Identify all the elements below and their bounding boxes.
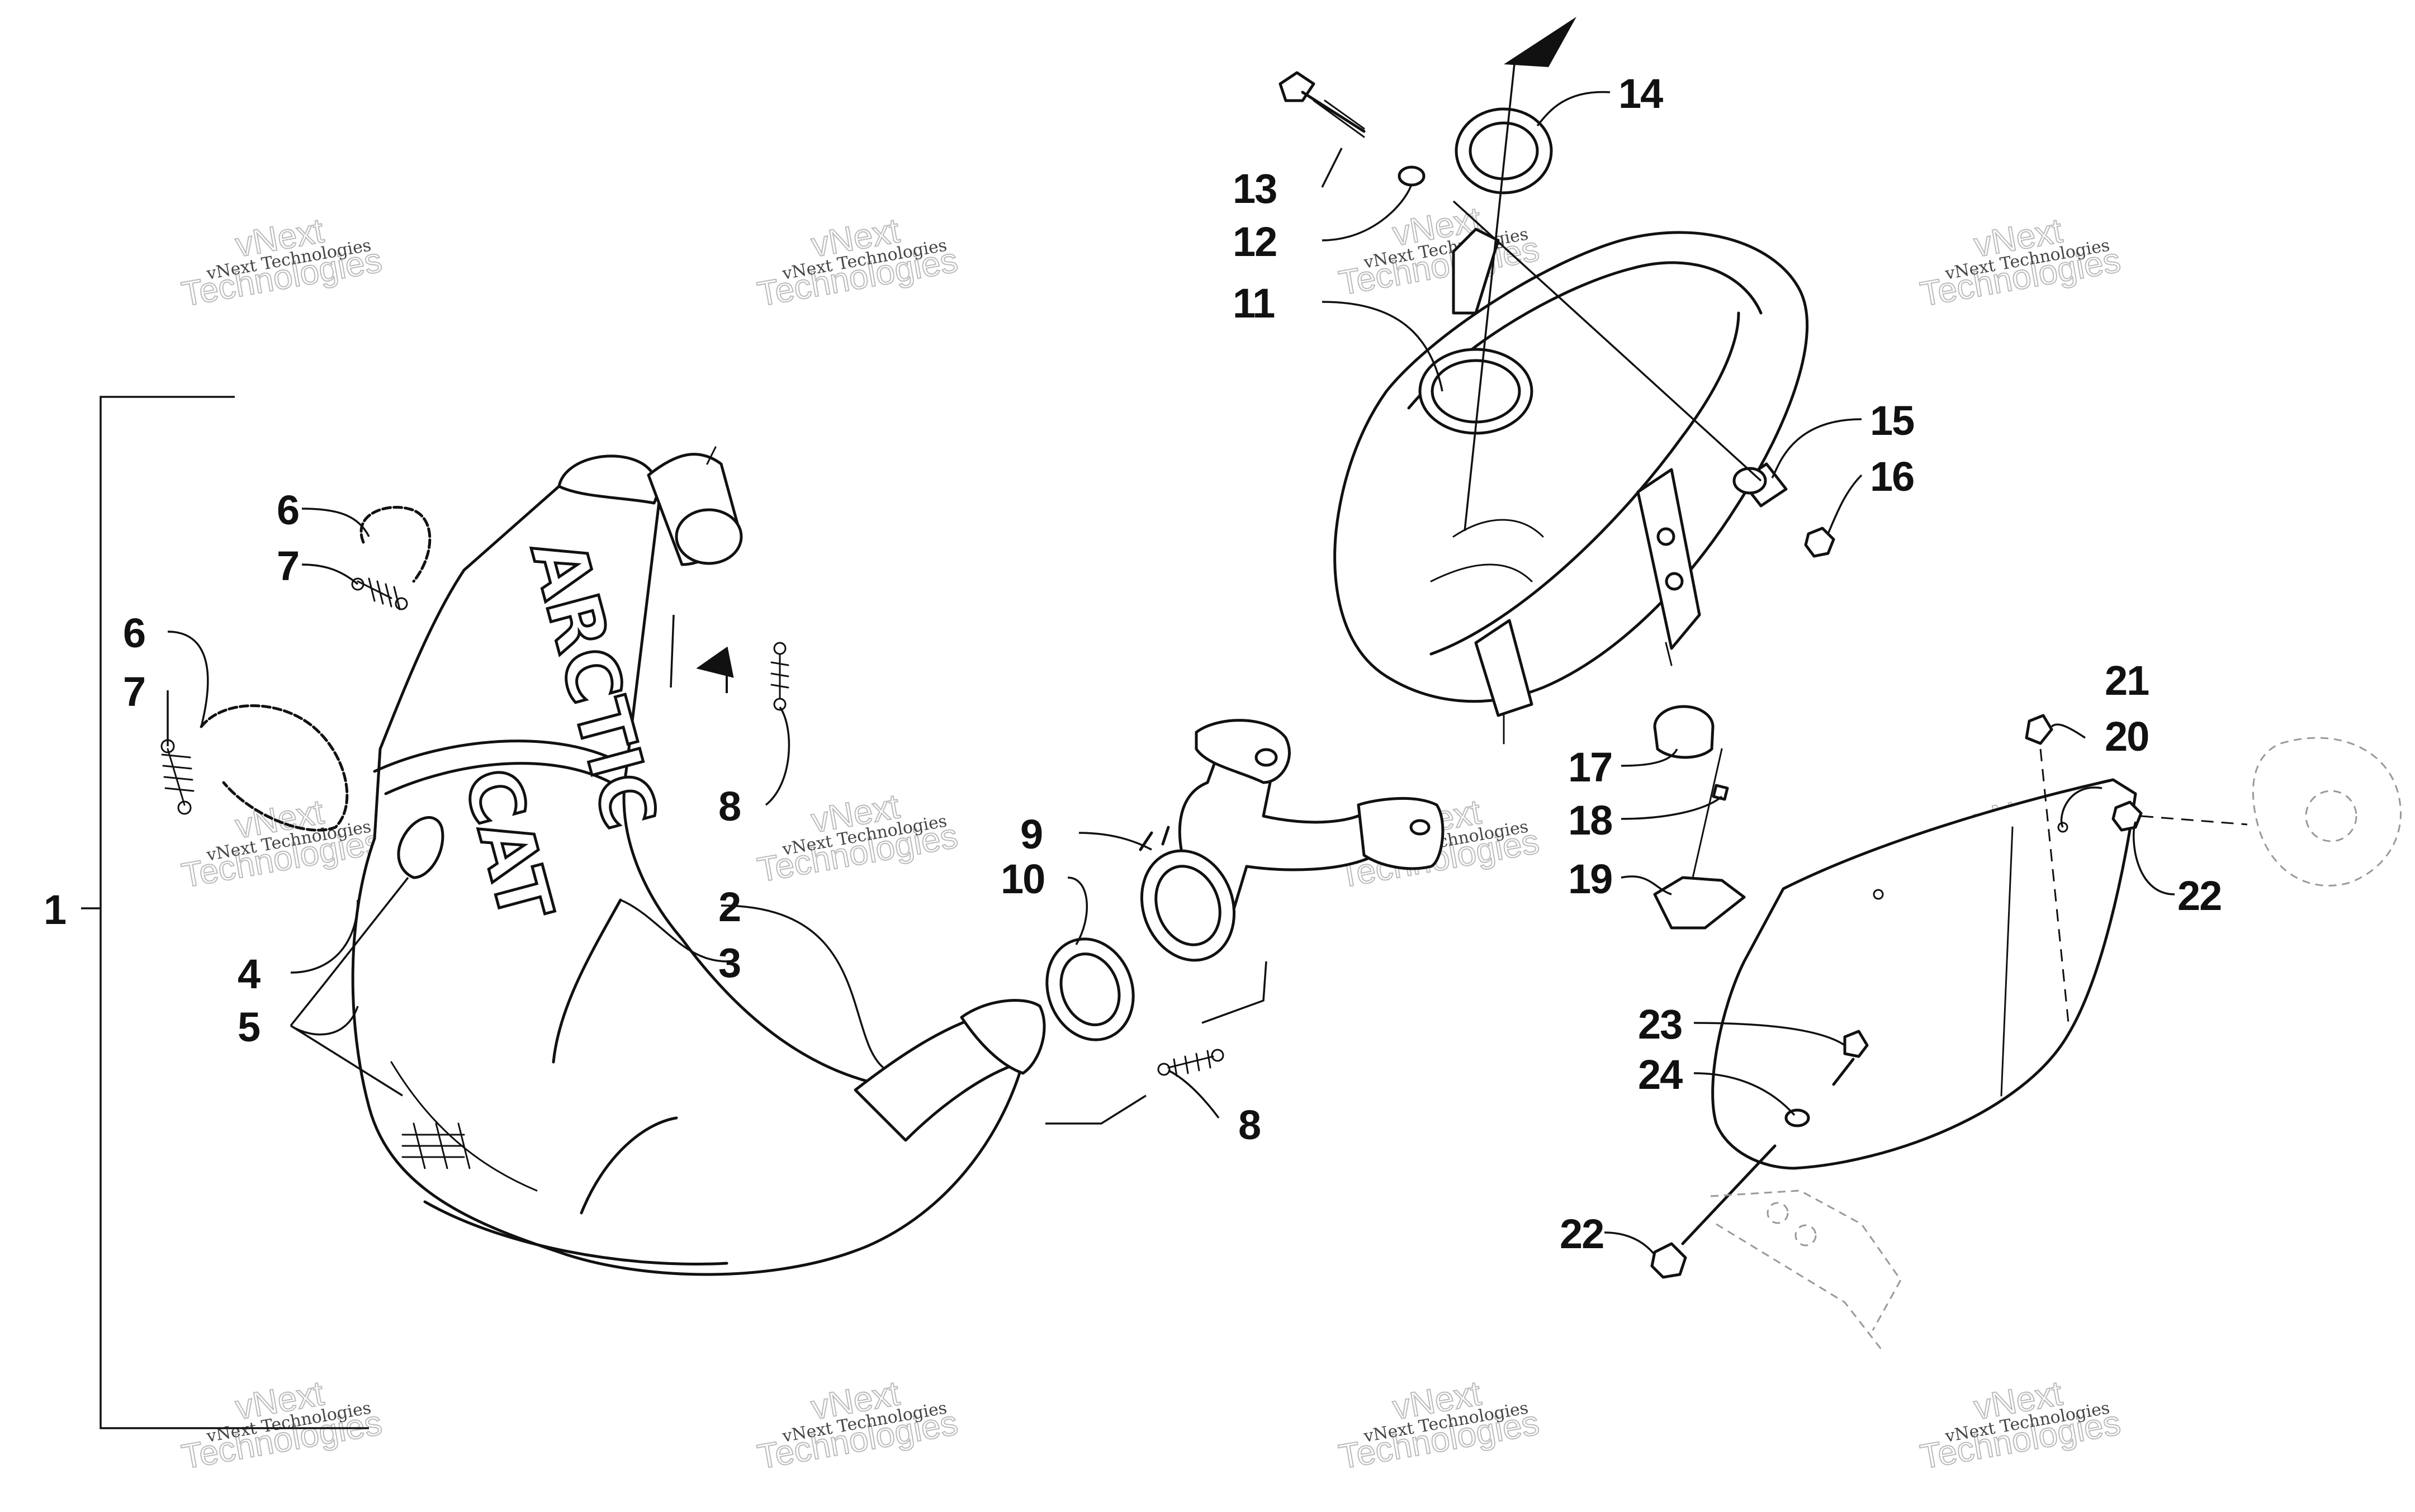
washer: [1784, 1108, 1810, 1127]
watermark: vNext Technologies vNext Technologies: [754, 1373, 961, 1477]
callout-label: 19: [1568, 856, 1612, 902]
callout-label: 5: [238, 1004, 260, 1050]
bolt: [1278, 71, 1366, 138]
callout-label: 11: [1233, 280, 1275, 326]
watermark: vNext Technologies vNext Technologies: [1336, 200, 1542, 304]
nut: [2111, 800, 2143, 832]
decal: [397, 816, 444, 879]
heat-shield: [1711, 778, 2137, 1170]
leader-lines: [167, 91, 2175, 1256]
spring: [770, 642, 789, 711]
watermark: vNext Technologies vNext Technologies: [1336, 1373, 1542, 1477]
callout-label: 16: [1870, 453, 1914, 500]
pin: [1712, 784, 1729, 801]
callout-label: 14: [1618, 70, 1663, 117]
callout-label: 12: [1233, 219, 1276, 265]
callout-label: 7: [123, 669, 145, 715]
bolt: [2025, 714, 2053, 745]
callout-label: 23: [1638, 1001, 1682, 1048]
callout-label: 24: [1638, 1051, 1683, 1098]
watermark: vNext Technologies vNext Technologies: [754, 786, 961, 890]
spring: [160, 739, 195, 815]
y-pipe: [1139, 719, 1445, 962]
callout-label: 2: [718, 884, 740, 930]
callout-label: 9: [1020, 811, 1042, 857]
callout-label: 8: [1238, 1102, 1260, 1148]
callout-label: 7: [277, 543, 299, 589]
bushing: [1732, 462, 1788, 508]
callout-label: 20: [2105, 713, 2148, 760]
callout-label: 22: [1560, 1211, 1603, 1257]
watermark: vNext Technologies vNext Technologies: [1917, 211, 2124, 315]
callout-label: 10: [1001, 856, 1044, 902]
clamp-chain: [200, 506, 432, 832]
ghost-frame: [1710, 1189, 1902, 1353]
callout-label: 8: [718, 783, 740, 830]
callout-label: 4: [238, 951, 261, 997]
watermark: vNext Technologies vNext Technologies: [1917, 1373, 2124, 1477]
bolt: [1832, 1030, 1869, 1086]
callout-label: 6: [123, 610, 145, 656]
flow-arrow: [696, 646, 734, 693]
callout-label: 22: [2177, 873, 2221, 919]
spring: [351, 577, 408, 610]
callout-label: 6: [277, 487, 299, 533]
callout-labels: 1 2 3 4 5 6 6 7 7 8 8 9 10 11 12 13 14 1…: [44, 70, 2222, 1257]
watermark: vNext Technologies vNext Technologies: [754, 211, 961, 315]
washer: [1398, 165, 1426, 187]
muffler: [1333, 227, 1809, 745]
watermark: vNext Technologies vNext Technologies: [178, 211, 385, 315]
seal-ring: [1045, 937, 1135, 1041]
flow-arrow: [1504, 17, 1576, 67]
watermark: vNext Technologies vNext Technologies: [178, 1373, 385, 1477]
callout-label: 3: [718, 940, 740, 986]
nut: [1804, 527, 1835, 558]
grommet: [1455, 107, 1553, 195]
callout-label: 1: [44, 887, 66, 933]
callout-label: 18: [1568, 797, 1612, 843]
spring: [1157, 1049, 1224, 1077]
callout-label: 17: [1568, 744, 1612, 790]
callout-label: 21: [2105, 657, 2149, 704]
expansion-chamber: ARCTIC CAT: [351, 446, 1046, 1276]
callout-label: 13: [1233, 165, 1276, 212]
ghost-mount-plate: [2252, 737, 2402, 887]
assembly-bracket: [81, 396, 369, 1429]
nut: [1650, 1242, 1687, 1279]
mount-bracket: [1653, 876, 1746, 930]
watermark: vNext Technologies vNext Technologies: [178, 792, 385, 896]
callout-label: 15: [1870, 397, 1914, 444]
